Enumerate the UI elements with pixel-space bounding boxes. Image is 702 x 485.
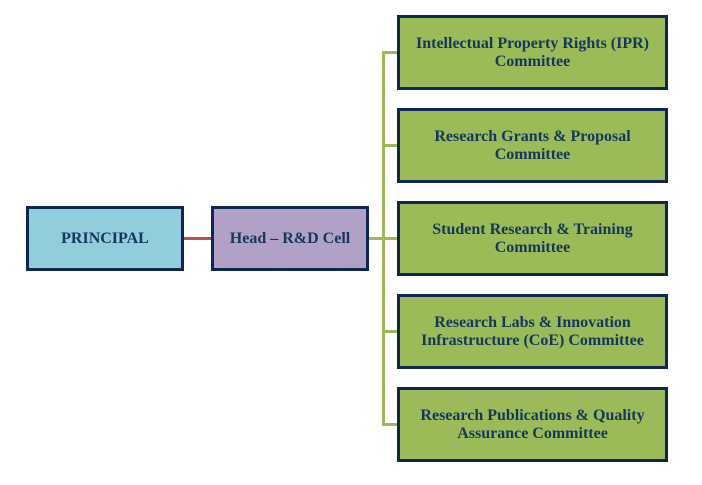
committee-node-publications: Research Publications & Quality Assuranc… — [397, 387, 668, 462]
branch-connector — [382, 330, 397, 333]
branch-connector — [382, 237, 397, 240]
committee-label: Research Grants & Proposal Committee — [434, 127, 631, 163]
principal-head-connector — [184, 237, 211, 240]
head-trunk-connector — [369, 237, 383, 240]
committee-label: Student Research & Training Committee — [432, 220, 633, 256]
committee-label: Research Labs & Innovation Infrastructur… — [421, 313, 644, 349]
branch-connector — [382, 144, 397, 147]
committee-label: Intellectual Property Rights (IPR) Commi… — [416, 34, 649, 70]
branch-connector — [382, 423, 397, 426]
principal-node: PRINCIPAL — [26, 206, 184, 271]
committee-label: Research Publications & Quality Assuranc… — [420, 406, 645, 442]
head-label: Head – R&D Cell — [229, 229, 351, 247]
committee-node-student-research: Student Research & Training Committee — [397, 201, 668, 276]
committee-node-grants: Research Grants & Proposal Committee — [397, 108, 668, 183]
head-rd-cell-node: Head – R&D Cell — [211, 206, 369, 271]
committee-node-ipr: Intellectual Property Rights (IPR) Commi… — [397, 15, 668, 90]
branch-connector — [382, 51, 397, 54]
principal-label: PRINCIPAL — [61, 229, 149, 247]
committee-node-labs: Research Labs & Innovation Infrastructur… — [397, 294, 668, 369]
